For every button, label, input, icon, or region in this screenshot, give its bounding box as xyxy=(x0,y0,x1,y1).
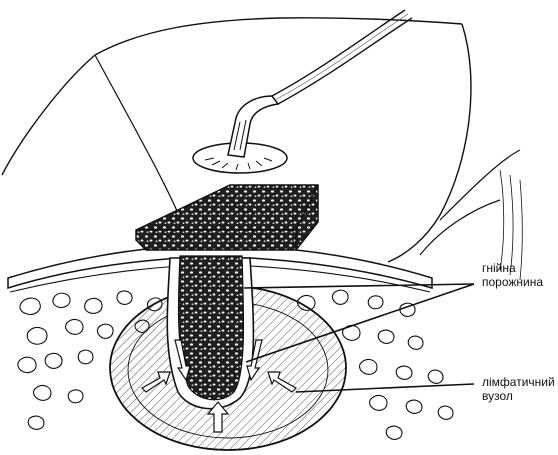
lymph-node-label-line1: лімфатичний xyxy=(482,375,555,389)
sponge-pad xyxy=(136,185,318,250)
lymph-node-label-line2: вузол xyxy=(482,389,555,403)
cavity-sponge xyxy=(178,256,243,400)
abscess-cavity-label-line1: гнійна xyxy=(482,261,543,275)
body-right-contour xyxy=(388,24,471,262)
suction-tube-highlight xyxy=(275,14,408,100)
abscess-cavity-label-line2: порожнина xyxy=(482,275,543,289)
limb-contour xyxy=(420,150,520,255)
body-side-contour xyxy=(95,55,185,230)
lymph-node-label: лімфатичний вузол xyxy=(482,375,555,403)
abscess-cavity-label: гнійна порожнина xyxy=(482,261,543,289)
